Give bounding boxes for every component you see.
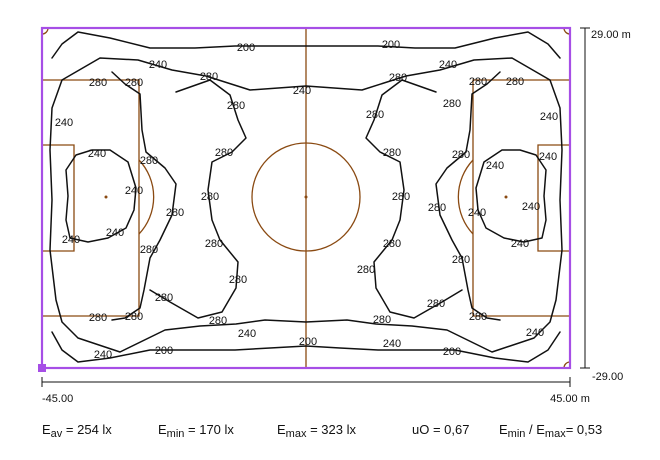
penalty-spot-right <box>504 195 508 199</box>
label-240: 240 <box>149 59 167 71</box>
goal-area-left <box>42 144 75 252</box>
penalty-area-right <box>472 79 570 317</box>
label-240: 240 <box>88 148 106 160</box>
calculation-grid-boundary <box>40 26 572 370</box>
label-240: 240 <box>468 207 486 219</box>
y-axis-bottom-label: -29.00 <box>592 371 623 383</box>
label-200: 200 <box>299 336 317 348</box>
label-280: 280 <box>125 311 143 323</box>
label-280: 280 <box>205 238 223 250</box>
label-240: 240 <box>522 201 540 213</box>
label-280: 280 <box>392 191 410 203</box>
label-280: 280 <box>389 72 407 84</box>
label-280: 280 <box>89 77 107 89</box>
grid-origin-marker <box>38 364 46 372</box>
label-240: 240 <box>526 327 544 339</box>
center-circle <box>251 142 361 252</box>
label-280: 280 <box>140 244 158 256</box>
label-280: 280 <box>155 292 173 304</box>
contour-280-right-1 <box>435 71 501 321</box>
x-axis-left-label: -45.00 <box>42 393 73 405</box>
penalty-spot-left <box>104 195 108 199</box>
label-280: 280 <box>452 149 470 161</box>
contour-240-outer <box>49 57 563 353</box>
label-240: 240 <box>540 111 558 123</box>
label-240: 240 <box>106 227 124 239</box>
label-280: 280 <box>201 191 219 203</box>
uniformity-ratio: Emin / Emax= 0,53 <box>499 422 603 440</box>
x-axis-right-label: 45.00 m <box>550 393 590 405</box>
label-200: 200 <box>237 42 255 54</box>
label-240: 240 <box>539 151 557 163</box>
label-280: 280 <box>166 207 184 219</box>
label-240: 240 <box>511 238 529 250</box>
contour-280-left-1 <box>111 71 177 321</box>
pitch-markings <box>41 27 571 369</box>
label-200: 200 <box>443 346 461 358</box>
penalty-area-left <box>42 79 140 317</box>
label-240: 240 <box>293 85 311 97</box>
label-280: 280 <box>357 264 375 276</box>
label-280: 280 <box>125 77 143 89</box>
label-240: 240 <box>94 349 112 361</box>
label-280: 280 <box>215 147 233 159</box>
label-280: 280 <box>373 314 391 326</box>
label-280: 280 <box>140 155 158 167</box>
label-280: 280 <box>229 274 247 286</box>
average-illuminance: Eav = 254 lx <box>42 422 112 440</box>
penalty-arc-left <box>138 159 155 235</box>
label-280: 280 <box>428 202 446 214</box>
label-280: 280 <box>209 315 227 327</box>
maximum-illuminance: Emax = 323 lx <box>277 422 356 440</box>
isolux-contours <box>49 31 563 363</box>
contour-labels: 200 200 200 200 200 240 240 240 240 240 … <box>55 39 558 361</box>
label-280: 280 <box>427 298 445 310</box>
contour-280-right-2 <box>365 79 463 319</box>
contour-200-bottom <box>51 331 561 363</box>
label-280: 280 <box>200 71 218 83</box>
label-240: 240 <box>486 160 504 172</box>
label-280: 280 <box>383 147 401 159</box>
dimension-axes: 29.00 m -29.00 -45.00 45.00 m <box>41 27 631 405</box>
label-240: 240 <box>383 338 401 350</box>
contour-280-left-2 <box>149 79 247 319</box>
label-280: 280 <box>89 312 107 324</box>
label-240: 240 <box>62 234 80 246</box>
label-240: 240 <box>439 59 457 71</box>
label-200: 200 <box>155 345 173 357</box>
contour-240-goal-left <box>65 149 137 243</box>
label-280: 280 <box>383 238 401 250</box>
contour-240-goal-right <box>475 149 547 243</box>
label-280: 280 <box>366 109 384 121</box>
label-280: 280 <box>469 311 487 323</box>
label-240: 240 <box>125 185 143 197</box>
minimum-illuminance: Emin = 170 lx <box>158 422 234 440</box>
label-280: 280 <box>506 76 524 88</box>
label-280: 280 <box>227 100 245 112</box>
label-280: 280 <box>443 98 461 110</box>
uniformity-uo: uO = 0,67 <box>412 422 470 437</box>
center-spot <box>304 195 308 199</box>
penalty-arc-right <box>457 159 474 235</box>
goal-area-right <box>537 144 570 252</box>
label-240: 240 <box>238 328 256 340</box>
label-280: 280 <box>452 254 470 266</box>
label-200: 200 <box>382 39 400 51</box>
label-240: 240 <box>55 117 73 129</box>
label-280: 280 <box>469 76 487 88</box>
contour-200-top <box>51 31 561 59</box>
illuminance-summary: Eav = 254 lx Emin = 170 lx Emax = 323 lx… <box>0 422 660 444</box>
y-axis-top-label: 29.00 m <box>591 29 631 41</box>
